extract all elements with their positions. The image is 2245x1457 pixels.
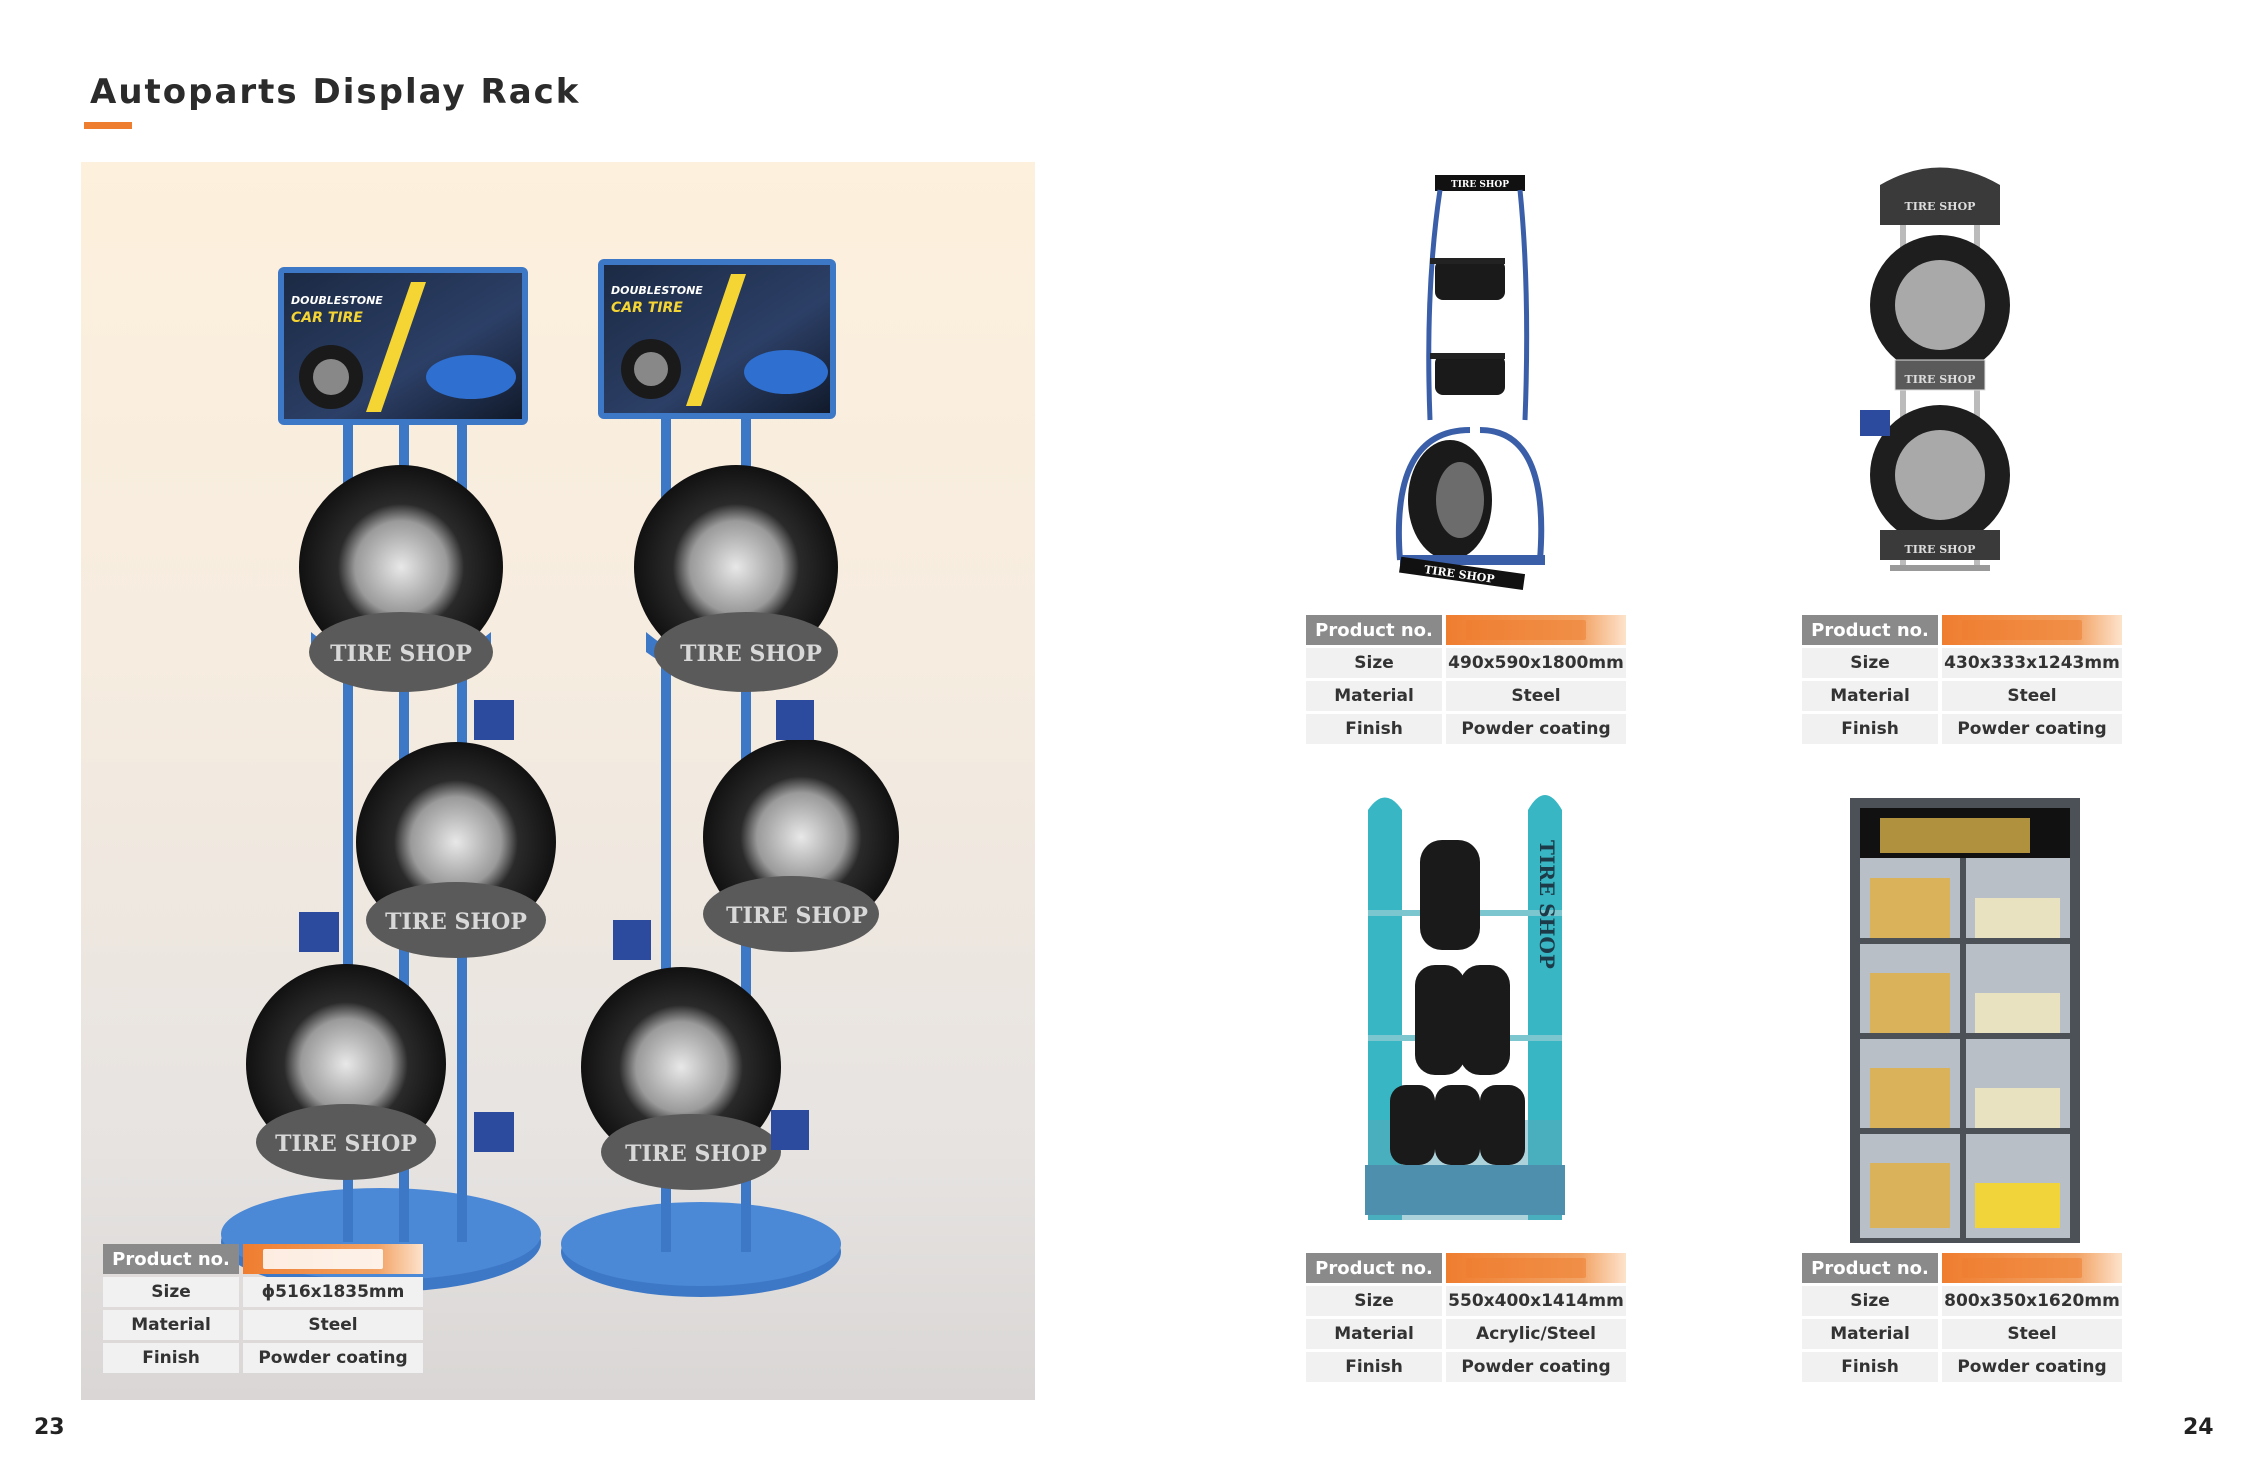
spec-row-finish: Finish Powder coating <box>1306 714 1626 744</box>
page-number-right: 24 <box>2183 1415 2214 1440</box>
product-no-label: Product no. <box>1802 1253 1938 1283</box>
material-value: Steel <box>1942 681 2122 711</box>
product-no-value <box>1446 1253 1626 1283</box>
product-2-image: TIRE SHOP TIRE SHOP <box>1395 175 1545 590</box>
size-value: ϕ516x1835mm <box>243 1277 423 1307</box>
spec-row-material: Material Steel <box>1802 681 2122 711</box>
size-label: Size <box>1802 648 1938 678</box>
product-5-image <box>1850 798 2080 1243</box>
spec-row-material: Material Steel <box>1306 681 1626 711</box>
product-no-value <box>1446 615 1626 645</box>
hero-sign-brand: DOUBLESTONE <box>291 294 383 307</box>
spec-row-product-no: Product no. <box>1802 615 2122 645</box>
hero-sign-brand: DOUBLESTONE <box>611 284 703 297</box>
material-label: Material <box>1802 1319 1938 1349</box>
hero-tire-shop-label: TIRE SHOP <box>726 903 868 929</box>
page-title: Autoparts Display Rack <box>90 72 581 112</box>
spec-table-product-2: Product no. Size 490x590x1800mm Material… <box>1306 615 1626 747</box>
product-no-value <box>1942 615 2122 645</box>
finish-value: Powder coating <box>1942 714 2122 744</box>
product-4-image: TIRE SHOP <box>1365 795 1565 1220</box>
hero-sign-product: CAR TIRE <box>611 300 683 316</box>
spec-row-material: Material Steel <box>103 1310 423 1340</box>
finish-value: Powder coating <box>243 1343 423 1373</box>
product-3-header-label: TIRE SHOP <box>1905 200 1976 213</box>
finish-value: Powder coating <box>1446 1352 1626 1382</box>
hero-tire-shop-label: TIRE SHOP <box>330 641 472 667</box>
material-value: Steel <box>1942 1319 2122 1349</box>
spec-row-product-no: Product no. <box>1802 1253 2122 1283</box>
product-2-header-label: TIRE SHOP <box>1451 180 1509 190</box>
finish-label: Finish <box>1802 1352 1938 1382</box>
product-3-middle-label: TIRE SHOP <box>1905 373 1976 386</box>
material-label: Material <box>1306 681 1442 711</box>
material-label: Material <box>103 1310 239 1340</box>
spec-row-size: Size 490x590x1800mm <box>1306 648 1626 678</box>
spec-row-size: Size 550x400x1414mm <box>1306 1286 1626 1316</box>
hero-sign-product: CAR TIRE <box>291 310 363 326</box>
finish-label: Finish <box>103 1343 239 1373</box>
product-no-label: Product no. <box>1306 1253 1442 1283</box>
product-3-image: TIRE SHOP TIRE SHOP TIRE SHOP <box>1860 167 2010 571</box>
size-label: Size <box>1306 1286 1442 1316</box>
finish-value: Powder coating <box>1942 1352 2122 1382</box>
spec-row-finish: Finish Powder coating <box>1306 1352 1626 1382</box>
material-value: Steel <box>243 1310 423 1340</box>
size-label: Size <box>1802 1286 1938 1316</box>
spec-table-product-1: Product no. Size ϕ516x1835mm Material St… <box>103 1244 423 1376</box>
spec-row-size: Size 800x350x1620mm <box>1802 1286 2122 1316</box>
finish-label: Finish <box>1306 714 1442 744</box>
product-no-label: Product no. <box>1802 615 1938 645</box>
product-no-value <box>243 1244 423 1274</box>
spec-row-finish: Finish Powder coating <box>1802 714 2122 744</box>
finish-value: Powder coating <box>1446 714 1626 744</box>
hero-tire-shop-label: TIRE SHOP <box>385 909 527 935</box>
spec-table-product-4: Product no. Size 550x400x1414mm Material… <box>1306 1253 1626 1385</box>
finish-label: Finish <box>1306 1352 1442 1382</box>
spec-row-finish: Finish Powder coating <box>103 1343 423 1373</box>
product-no-value <box>1942 1253 2122 1283</box>
spec-row-product-no: Product no. <box>1306 615 1626 645</box>
size-label: Size <box>1306 648 1442 678</box>
spec-row-material: Material Steel <box>1802 1319 2122 1349</box>
material-value: Steel <box>1446 681 1626 711</box>
size-value: 800x350x1620mm <box>1942 1286 2122 1316</box>
spec-row-size: Size 430x333x1243mm <box>1802 648 2122 678</box>
spec-row-product-no: Product no. <box>1306 1253 1626 1283</box>
spec-table-product-3: Product no. Size 430x333x1243mm Material… <box>1802 615 2122 747</box>
finish-label: Finish <box>1802 714 1938 744</box>
page-number-left: 23 <box>34 1415 65 1440</box>
hero-product-image: DOUBLESTONE CAR TIRE TIRE SHOP TIRE SHOP… <box>81 162 1035 1400</box>
product-no-label: Product no. <box>1306 615 1442 645</box>
product-4-side-label: TIRE SHOP <box>1535 840 1559 969</box>
spec-row-material: Material Acrylic/Steel <box>1306 1319 1626 1349</box>
size-value: 550x400x1414mm <box>1446 1286 1626 1316</box>
product-no-label: Product no. <box>103 1244 239 1274</box>
material-label: Material <box>1306 1319 1442 1349</box>
material-value: Acrylic/Steel <box>1446 1319 1626 1349</box>
spec-row-size: Size ϕ516x1835mm <box>103 1277 423 1307</box>
size-value: 490x590x1800mm <box>1446 648 1626 678</box>
spec-row-product-no: Product no. <box>103 1244 423 1274</box>
title-underline <box>84 122 132 129</box>
material-label: Material <box>1802 681 1938 711</box>
size-value: 430x333x1243mm <box>1942 648 2122 678</box>
hero-rack-illustration: DOUBLESTONE CAR TIRE TIRE SHOP TIRE SHOP… <box>221 259 899 1297</box>
size-label: Size <box>103 1277 239 1307</box>
spec-table-product-5: Product no. Size 800x350x1620mm Material… <box>1802 1253 2122 1385</box>
hero-tire-shop-label: TIRE SHOP <box>625 1141 767 1167</box>
hero-tire-shop-label: TIRE SHOP <box>680 641 822 667</box>
spec-row-finish: Finish Powder coating <box>1802 1352 2122 1382</box>
hero-tire-shop-label: TIRE SHOP <box>275 1131 417 1157</box>
product-3-base-label: TIRE SHOP <box>1905 543 1976 556</box>
